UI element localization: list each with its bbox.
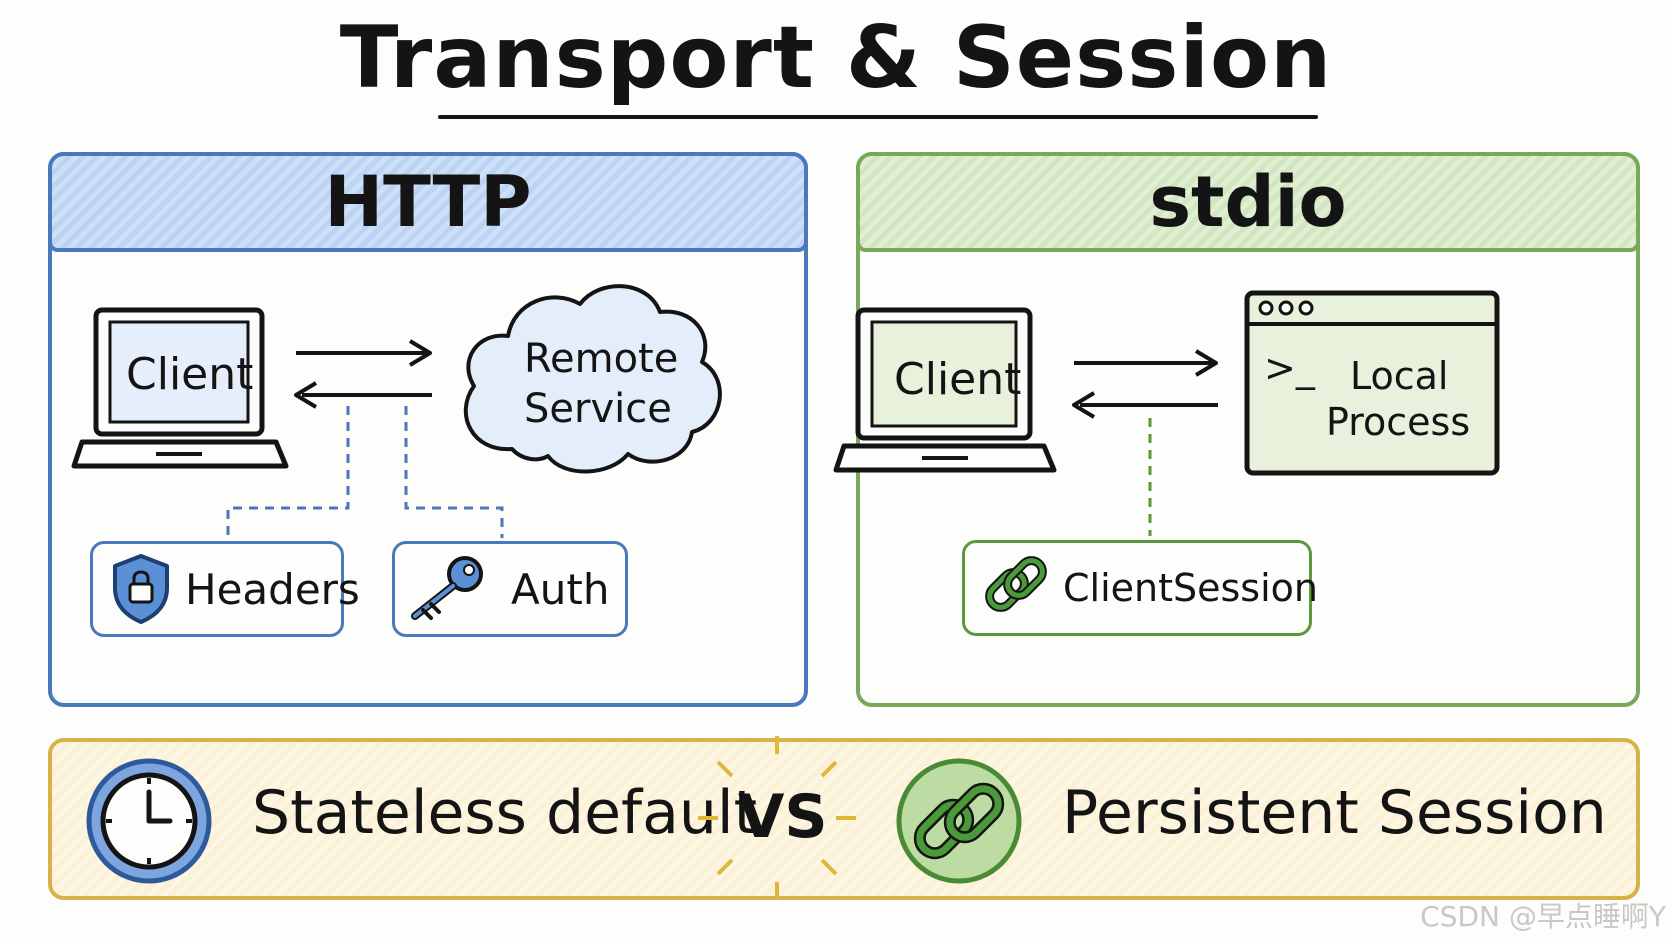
terminal-prompt: >_ xyxy=(1264,346,1315,390)
stdio-client-label: Client xyxy=(894,354,1022,405)
chain-link-icon xyxy=(985,556,1047,612)
title-underline xyxy=(438,115,1318,119)
stdio-panel-header: stdio xyxy=(856,152,1640,252)
stateless-label: Stateless default xyxy=(252,778,758,848)
auth-label: Auth xyxy=(511,564,610,614)
stdio-panel: stdio Client >_ Local Process Cli xyxy=(833,152,1640,707)
vs-label: VS xyxy=(738,782,828,852)
stdio-dashed-connector xyxy=(1148,418,1152,536)
local-process-line2: Process xyxy=(1326,400,1471,444)
laptop-icon xyxy=(71,307,289,469)
remote-service-line2: Service xyxy=(524,386,672,432)
persistent-session-label: Persistent Session xyxy=(1062,778,1607,848)
remote-service-line1: Remote xyxy=(524,336,679,382)
page-title: Transport & Session xyxy=(339,8,1333,108)
key-icon xyxy=(411,556,483,620)
http-dashed-connectors xyxy=(226,406,504,538)
auth-pill: Auth xyxy=(392,541,628,637)
clock-icon xyxy=(86,758,212,884)
http-panel-header: HTTP xyxy=(48,152,808,252)
local-process-line1: Local xyxy=(1350,354,1449,398)
chain-link-icon xyxy=(896,758,1022,884)
http-arrows xyxy=(294,339,432,409)
terminal-window-icon xyxy=(1244,290,1500,476)
vs-burst-lines xyxy=(698,736,856,900)
client-session-pill: ClientSession xyxy=(962,540,1318,636)
headers-pill: Headers xyxy=(90,541,360,637)
headers-label: Headers xyxy=(185,564,360,614)
shield-lock-icon xyxy=(113,554,169,624)
stdio-arrows xyxy=(1072,349,1218,419)
cloud-icon xyxy=(463,284,722,474)
http-client-label: Client xyxy=(126,349,254,400)
laptop-icon xyxy=(833,307,1057,473)
comparison-bar: Stateless default VS Persistent Session xyxy=(48,736,1640,900)
client-session-label: ClientSession xyxy=(1063,566,1318,610)
http-panel: HTTP Client Remote Service Headers xyxy=(48,152,808,707)
watermark: CSDN @早点睡啊Y xyxy=(1420,900,1666,933)
